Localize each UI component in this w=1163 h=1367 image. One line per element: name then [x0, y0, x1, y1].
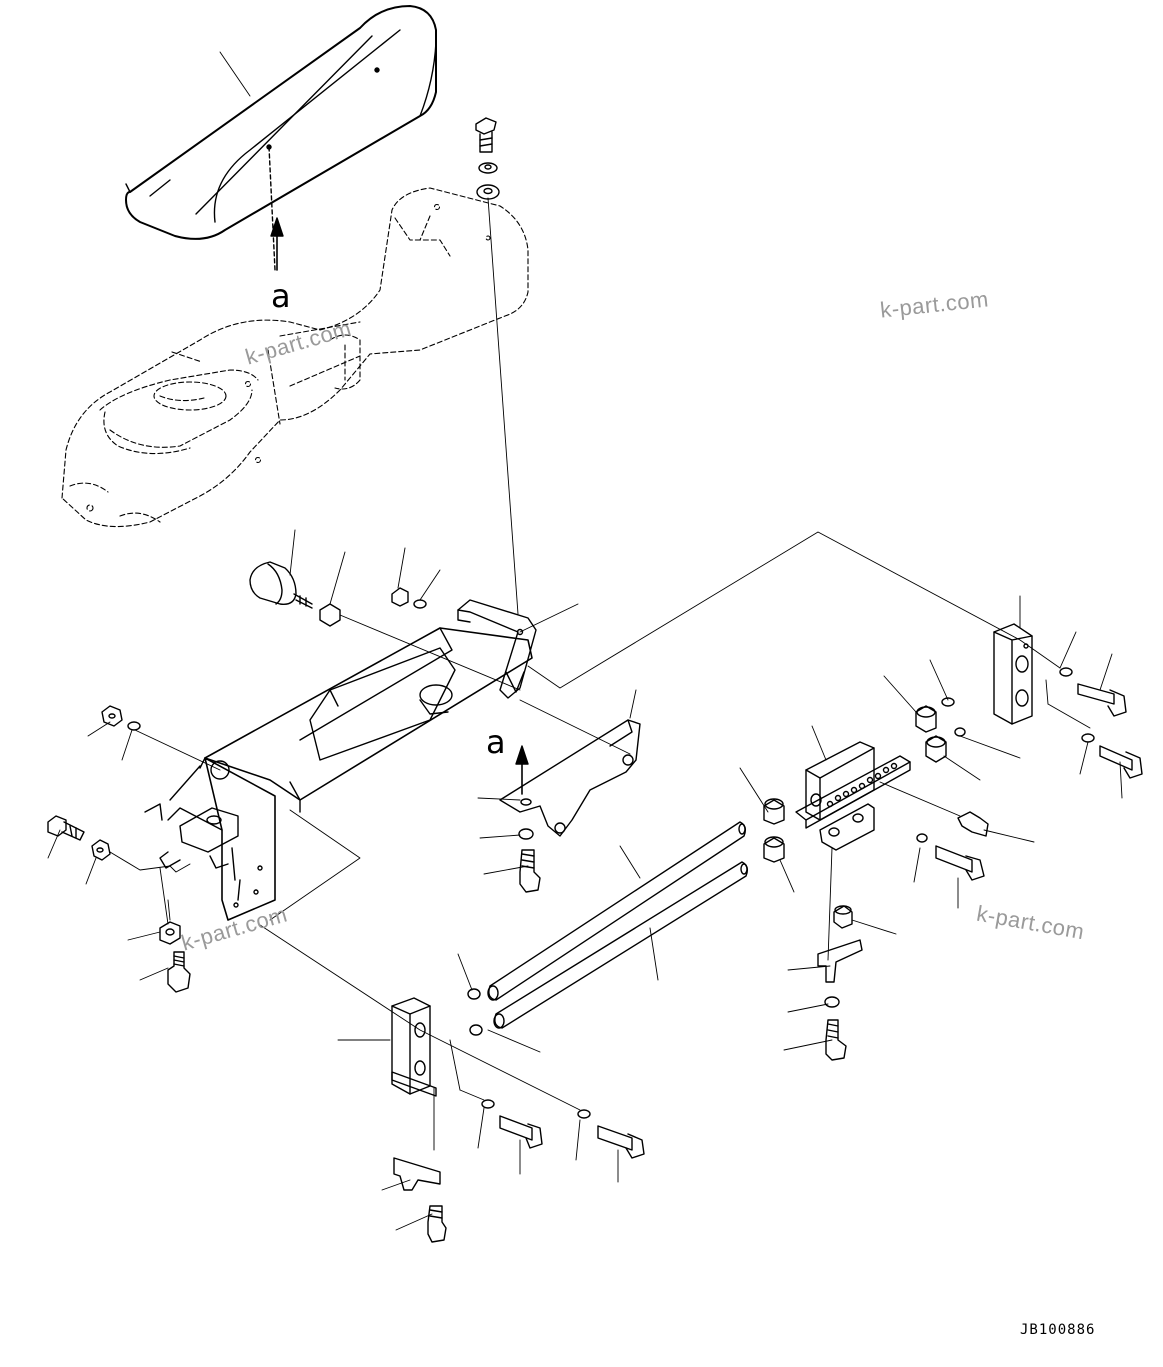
- main-frame: [144, 599, 537, 921]
- left-lower-plate: [391, 997, 645, 1243]
- view-a-arrow-top: [270, 217, 284, 271]
- drawing-code: JB100886: [1020, 1322, 1096, 1338]
- leader-lines: [47, 51, 1123, 1231]
- frame-leaders: [167, 899, 171, 921]
- left-fasteners: [47, 705, 191, 993]
- damper-mount: [249, 529, 521, 691]
- right-fasteners: [817, 811, 989, 1061]
- view-label-a-mid: a: [486, 723, 506, 761]
- view-label-a-top: a: [271, 277, 291, 315]
- nut-washer-center: [391, 547, 441, 609]
- right-upper-plate: [993, 623, 1143, 779]
- screw-and-washers-top: [475, 117, 519, 615]
- guide-rods: [467, 821, 749, 1036]
- bushings: [763, 697, 966, 863]
- slide-block: [795, 741, 911, 851]
- console-cover-outline: [61, 187, 529, 528]
- armrest-pad: [125, 5, 437, 271]
- center-bracket: [499, 719, 641, 893]
